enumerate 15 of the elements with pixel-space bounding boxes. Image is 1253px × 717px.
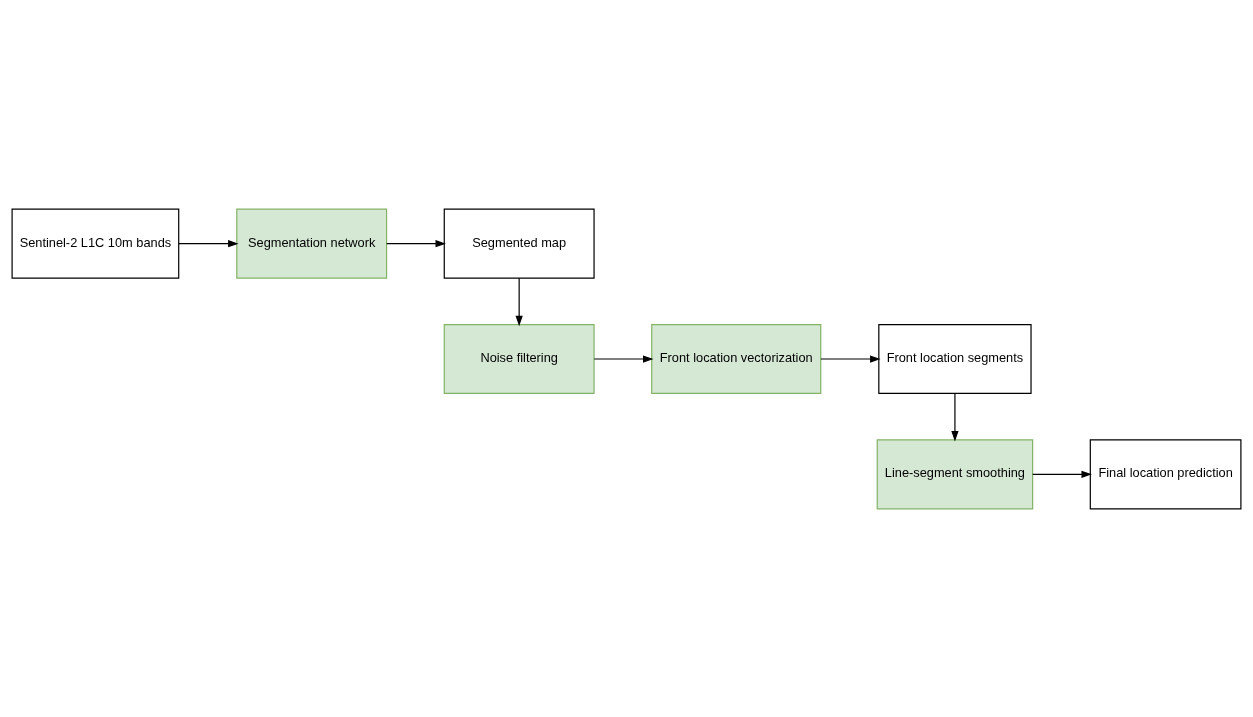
node-box: Noise filtering (443, 323, 595, 394)
arrow (178, 239, 239, 247)
node-box: Sentinel-2 L1C 10m bands (11, 208, 180, 279)
node-box: Segmentation network (236, 208, 388, 279)
node-box: Front location vectorization (651, 323, 822, 394)
arrow (820, 354, 881, 363)
node-box: Final location prediction (1089, 438, 1242, 509)
node-box: Line-segment smoothing (876, 438, 1034, 509)
arrow (1032, 470, 1092, 478)
arrow (593, 354, 654, 363)
node-box: Segmented map (443, 208, 595, 279)
node-box: Front location segments (878, 323, 1032, 394)
arrow (951, 392, 959, 441)
arrow (386, 239, 446, 247)
arrow (515, 277, 523, 326)
